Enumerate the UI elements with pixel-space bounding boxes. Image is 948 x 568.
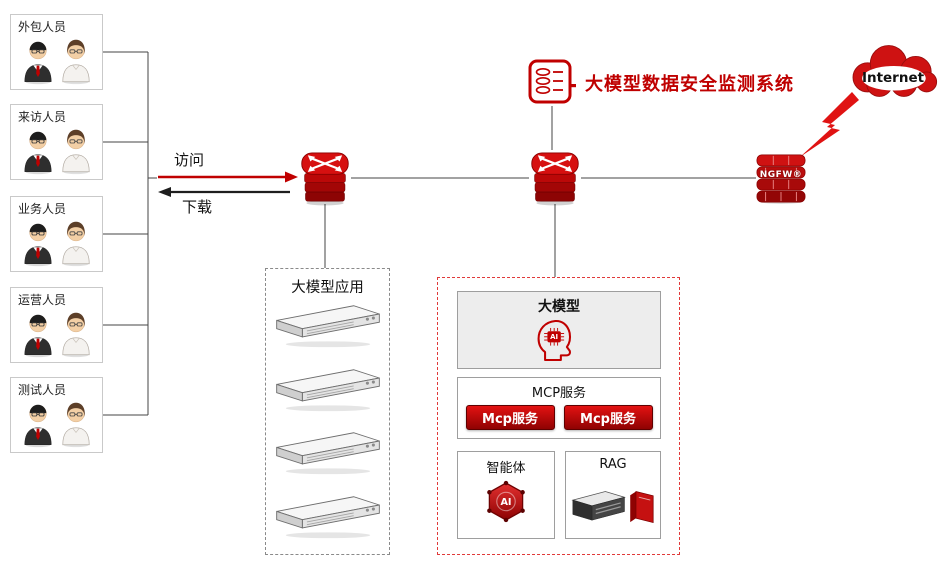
user-group-business: 业务人员 <box>10 196 103 272</box>
rag-icons <box>571 490 654 524</box>
rag-book-icon <box>630 490 654 524</box>
ai-chip-label: AI <box>550 333 558 341</box>
access-label: 访问 <box>174 151 205 169</box>
access-arrow <box>158 171 298 183</box>
mcp-buttons-row: Mcp服务 Mcp服务 <box>458 405 660 430</box>
security-monitor-icon <box>526 58 578 106</box>
server-rack-icon <box>273 426 383 478</box>
server-rack-icon <box>273 363 383 415</box>
person-icons <box>11 217 102 267</box>
large-model-box: 大模型 AI <box>457 291 661 369</box>
female-person-icon <box>59 35 93 85</box>
user-group-outsourced: 外包人员 <box>10 14 103 90</box>
user-group-operations: 运营人员 <box>10 287 103 363</box>
connector-lines <box>103 51 756 416</box>
user-group-label: 外包人员 <box>18 20 67 34</box>
male-person-icon <box>21 308 55 358</box>
ai-model-zone: 大模型 AI MCP服务 Mcp服务 Mcp服务 智能体 <box>437 277 680 555</box>
female-person-icon <box>59 125 93 175</box>
large-model-title: 大模型 <box>538 299 580 315</box>
male-person-icon <box>21 398 55 448</box>
switch-icon-right <box>529 149 581 207</box>
rag-server-icon <box>571 491 626 521</box>
person-icons <box>11 398 102 448</box>
user-group-label: 运营人员 <box>18 293 67 307</box>
system-title: 大模型数据安全监测系统 <box>585 74 794 95</box>
ai-hexagon-icon: AI <box>487 480 525 523</box>
download-arrow <box>158 187 290 197</box>
male-person-icon <box>21 217 55 267</box>
user-group-test: 测试人员 <box>10 377 103 453</box>
rag-box-title: RAG <box>599 457 627 472</box>
person-icons <box>11 35 102 85</box>
agent-box: 智能体 AI <box>457 451 555 539</box>
female-person-icon <box>59 217 93 267</box>
male-person-icon <box>21 125 55 175</box>
user-group-label: 业务人员 <box>18 202 67 216</box>
user-group-visitor: 来访人员 <box>10 104 103 180</box>
rag-box: RAG <box>565 451 661 539</box>
person-icons <box>11 308 102 358</box>
server-rack-icon <box>273 490 383 542</box>
user-group-label: 测试人员 <box>18 383 67 397</box>
male-person-icon <box>21 35 55 85</box>
agent-box-title: 智能体 <box>486 461 526 476</box>
user-group-label: 来访人员 <box>18 110 67 124</box>
agent-ai-label: AI <box>500 497 511 508</box>
mcp-service-box: MCP服务 Mcp服务 Mcp服务 <box>457 377 661 439</box>
ngfw-label: NGFW® <box>759 170 803 180</box>
switch-icon-left <box>299 149 351 207</box>
mcp-box-title: MCP服务 <box>531 386 587 401</box>
person-icons <box>11 125 102 175</box>
ai-head-icon: AI <box>537 319 572 362</box>
model-app-zone-title: 大模型应用 <box>291 280 364 296</box>
mcp-service-button-1: Mcp服务 <box>465 405 555 430</box>
female-person-icon <box>59 398 93 448</box>
lightning-bolt-icon <box>800 92 859 157</box>
download-label: 下载 <box>182 198 213 216</box>
model-app-zone: 大模型应用 <box>265 268 390 555</box>
server-rack-icon <box>273 299 383 351</box>
internet-label: Internet <box>861 70 925 86</box>
female-person-icon <box>59 308 93 358</box>
mcp-service-button-2: Mcp服务 <box>563 405 653 430</box>
